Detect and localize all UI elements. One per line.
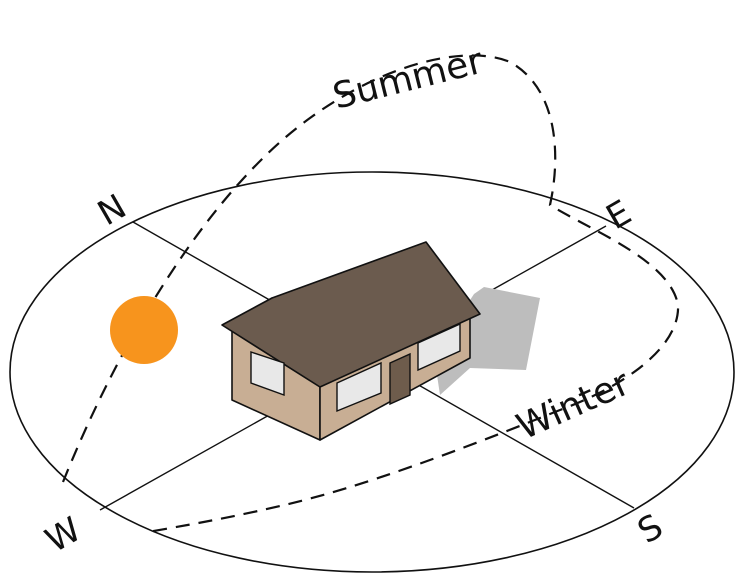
- window-left: [250, 351, 285, 396]
- summer-path: [61, 54, 680, 534]
- south-label: S: [631, 506, 670, 551]
- winter-label: Winter: [511, 362, 636, 448]
- window-front-left: [336, 361, 382, 413]
- east-label: E: [600, 193, 639, 238]
- window-front-right: [417, 322, 461, 372]
- house-door: [389, 352, 411, 406]
- summer-label: Summer: [329, 41, 487, 118]
- west-label: W: [39, 510, 88, 561]
- ground-ellipse: [9, 171, 735, 573]
- house-shadow: [434, 287, 540, 395]
- house-roof: [221, 241, 481, 388]
- north-label: N: [91, 187, 133, 234]
- sun-icon: [110, 296, 178, 364]
